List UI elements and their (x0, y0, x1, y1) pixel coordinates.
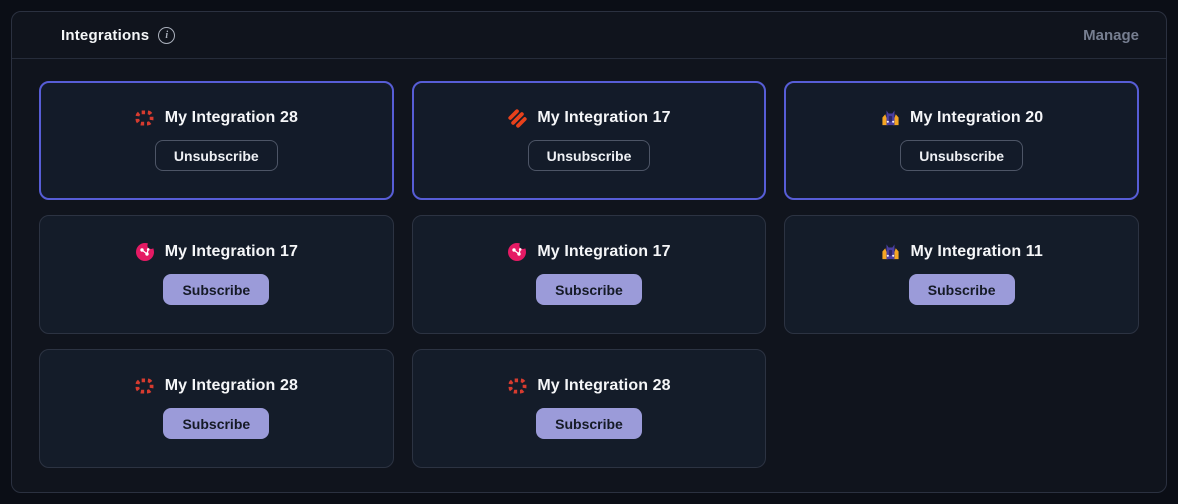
orange-diagonal-stripes-icon (507, 108, 527, 128)
subscribe-button[interactable]: Subscribe (163, 408, 270, 439)
integration-title-row: My Integration 20 (880, 108, 1043, 128)
integration-name: My Integration 11 (910, 243, 1043, 260)
integration-name: My Integration 17 (164, 243, 298, 260)
integration-title-row: My Integration 28 (135, 108, 298, 128)
info-icon[interactable]: i (158, 26, 176, 44)
pink-graph-circle-icon (507, 242, 527, 262)
red-dashed-square-icon (135, 108, 155, 128)
integration-name: My Integration 17 (537, 109, 671, 126)
red-dashed-square-icon (135, 376, 155, 396)
subscribe-button[interactable]: Subscribe (536, 274, 642, 305)
integration-name: My Integration 28 (537, 377, 671, 394)
integrations-grid: My Integration 28 Unsubscribe My Integra… (12, 59, 1166, 494)
purple-mascot-icon (880, 108, 900, 128)
integration-title-row: My Integration 28 (135, 376, 298, 396)
subscribe-button[interactable]: Subscribe (536, 408, 642, 439)
integration-card: My Integration 28 Unsubscribe (39, 81, 394, 200)
integration-card: My Integration 17 Unsubscribe (411, 81, 767, 200)
manage-link[interactable]: Manage (1083, 26, 1139, 44)
unsubscribe-button[interactable]: Unsubscribe (900, 140, 1024, 171)
integration-card: My Integration 28 Subscribe (411, 349, 767, 468)
integration-title-row: My Integration 28 (507, 376, 671, 396)
panel-title: Integrations (61, 26, 150, 44)
subscribe-button[interactable]: Subscribe (163, 274, 270, 305)
integration-name: My Integration 28 (164, 109, 298, 126)
subscribe-button[interactable]: Subscribe (908, 274, 1015, 305)
red-dashed-square-icon (507, 376, 527, 396)
panel-header: Integrations i Manage (12, 12, 1166, 59)
integration-title-row: My Integration 17 (507, 108, 671, 128)
integrations-panel: Integrations i Manage My Integration 28 … (11, 11, 1167, 493)
unsubscribe-button[interactable]: Unsubscribe (527, 140, 651, 171)
integration-title-row: My Integration 17 (507, 242, 671, 262)
integration-name: My Integration 28 (164, 377, 298, 394)
integration-name: My Integration 17 (537, 243, 671, 260)
integration-card: My Integration 28 Subscribe (39, 349, 394, 468)
unsubscribe-button[interactable]: Unsubscribe (154, 140, 278, 171)
integration-card: My Integration 17 Subscribe (39, 215, 394, 334)
panel-header-left: Integrations i (61, 26, 176, 44)
integration-card: My Integration 17 Subscribe (411, 215, 767, 334)
integration-card: My Integration 11 Subscribe (784, 215, 1139, 334)
pink-graph-circle-icon (135, 242, 155, 262)
integration-title-row: My Integration 11 (880, 242, 1043, 262)
integration-title-row: My Integration 17 (135, 242, 298, 262)
integration-name: My Integration 20 (910, 109, 1044, 126)
integration-card: My Integration 20 Unsubscribe (784, 81, 1139, 200)
purple-mascot-icon (880, 242, 900, 262)
